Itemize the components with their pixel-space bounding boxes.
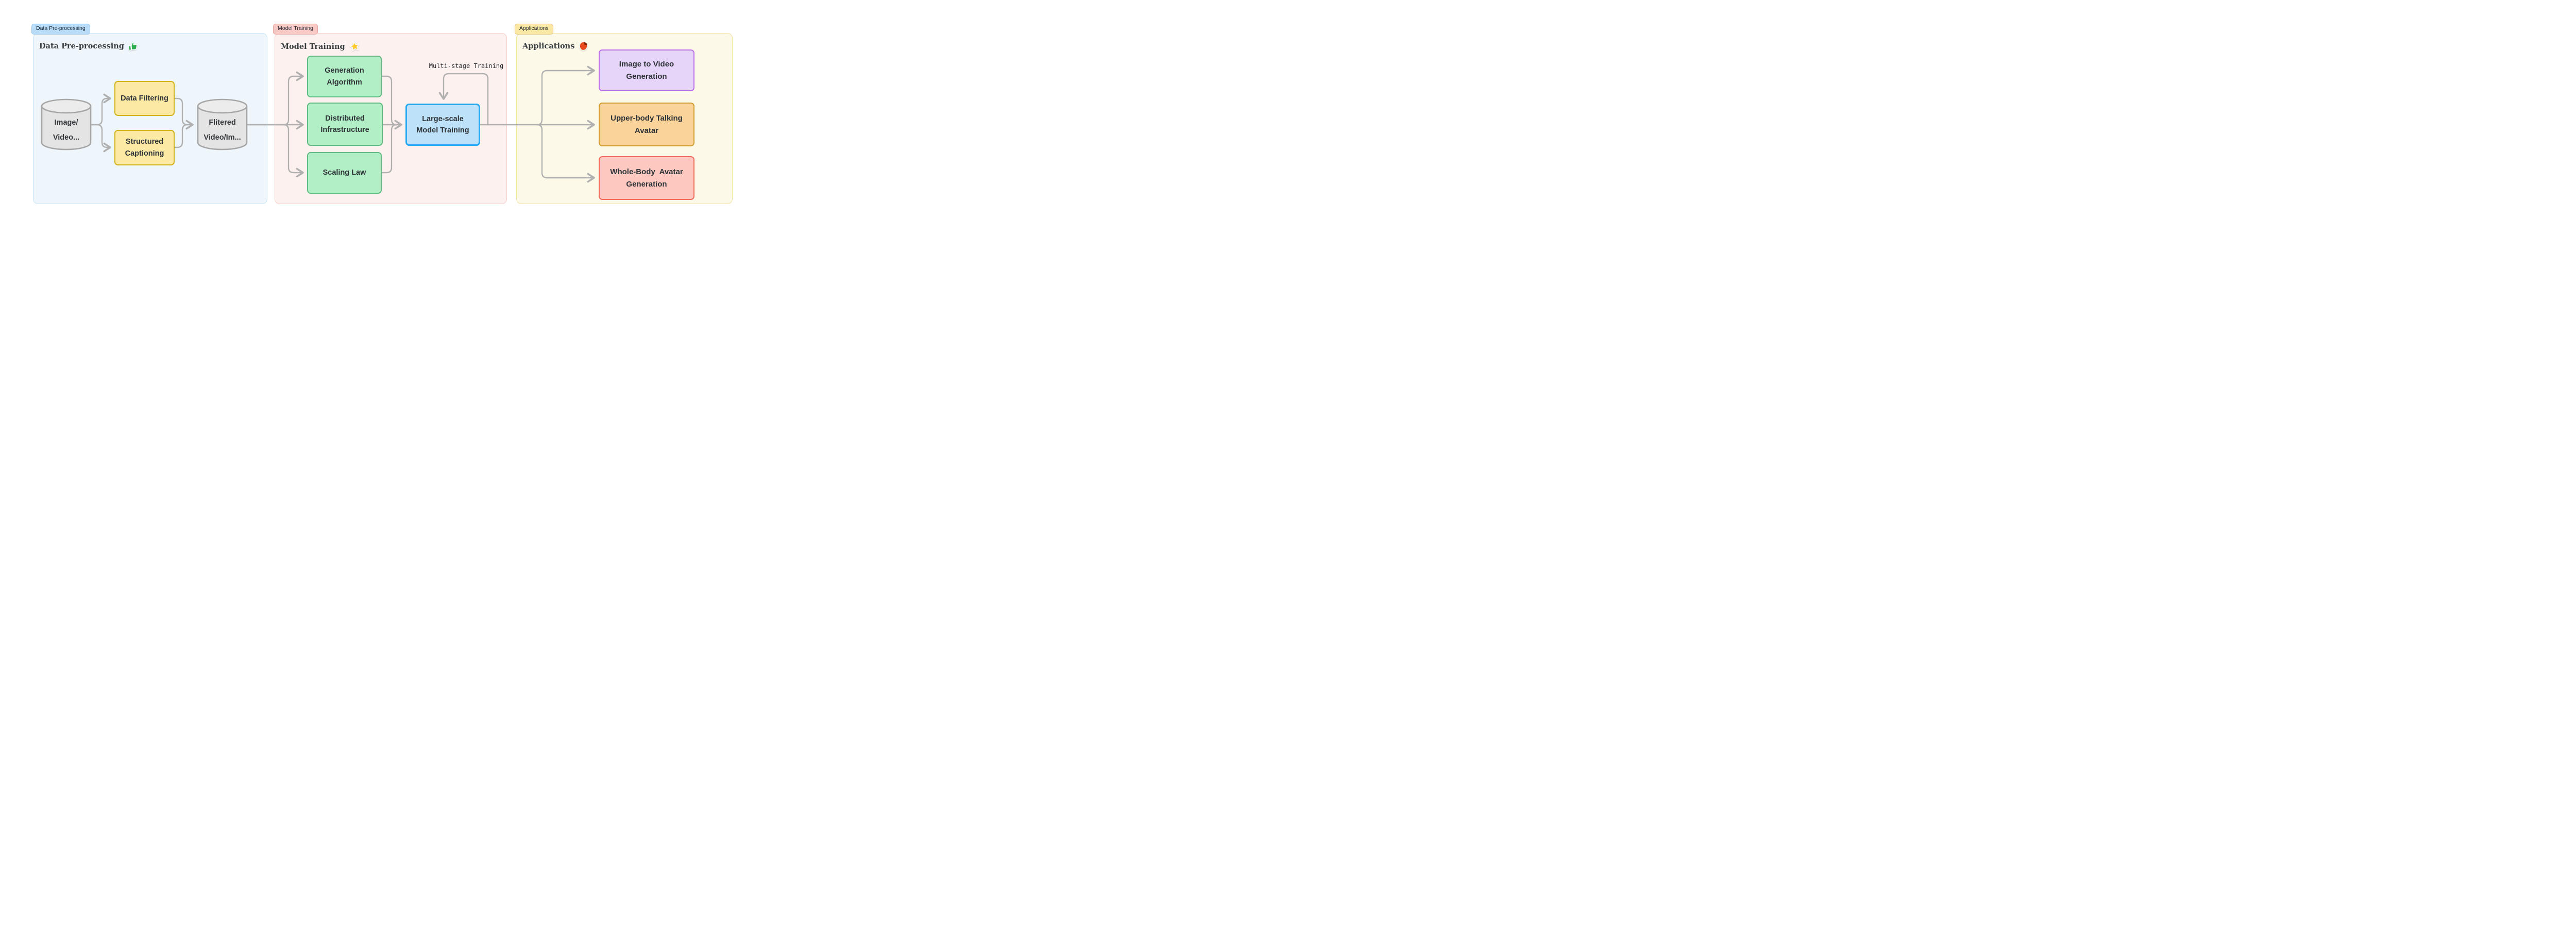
node-data-filtering: Data Filtering xyxy=(114,81,175,116)
thumbs-up-icon xyxy=(128,41,139,52)
node-distributed-infrastructure: Distributed Infrastructure xyxy=(307,103,383,146)
node-label: Image/ xyxy=(54,118,78,127)
node-label: Avatar xyxy=(634,126,659,135)
node-label: Generation xyxy=(626,72,667,81)
flow-arrows xyxy=(91,65,595,183)
node-label: Upper-body Talking xyxy=(611,114,683,123)
node-image-to-video-generation: Image to Video Generation xyxy=(599,49,694,91)
edge-large-scale-to-whole-body xyxy=(536,124,595,183)
node-label: Generation xyxy=(325,66,364,75)
pipeline-diagram: Data Pre-processing Model Training Appli… xyxy=(0,0,762,235)
node-label: Infrastructure xyxy=(320,126,369,134)
section-title-label: Data Pre-processing xyxy=(39,42,124,51)
node-whole-body-avatar-generation: Whole-Body Avatar Generation xyxy=(599,156,694,200)
node-label: Algorithm xyxy=(327,78,362,87)
section-title-model-training: Model Training xyxy=(281,41,361,53)
node-generation-algorithm: Generation Algorithm xyxy=(307,56,382,97)
section-title-label: Applications xyxy=(522,42,575,51)
node-label: Scaling Law xyxy=(323,169,366,177)
badge-data-preprocessing: Data Pre-processing xyxy=(31,24,90,35)
section-title-applications: Applications xyxy=(522,41,589,52)
edge-source-to-data-filtering xyxy=(91,93,111,126)
edge-data-filtering-to-filtered-db xyxy=(174,97,194,130)
node-source-db: Image/ Video... xyxy=(41,98,92,150)
cylinder-shape xyxy=(41,98,92,150)
node-label: Captioning xyxy=(125,149,164,158)
edge-scaling-law-to-large-scale xyxy=(381,124,398,174)
edge-structured-captioning-to-filtered-db xyxy=(174,124,189,148)
edge-filtered-db-to-scaling-law xyxy=(282,124,304,178)
badge-applications: Applications xyxy=(515,24,553,35)
badge-model-training: Model Training xyxy=(273,24,318,35)
node-label: Generation xyxy=(626,179,667,189)
edge-source-to-structured-captioning xyxy=(91,124,111,153)
node-label: Distributed xyxy=(325,114,365,123)
node-filtered-db: Flitered Video/Im... xyxy=(197,98,248,150)
node-large-scale-model-training: Large-scale Model Training xyxy=(405,104,480,146)
multi-stage-training-label: Multi-stage Training xyxy=(429,62,504,70)
node-label: Data Filtering xyxy=(121,94,168,103)
section-title-label: Model Training xyxy=(281,42,345,51)
node-upper-body-talking-avatar: Upper-body Talking Avatar xyxy=(599,103,694,146)
node-label: Video... xyxy=(53,133,80,142)
node-label: Flitered xyxy=(209,118,236,127)
node-scaling-law: Scaling Law xyxy=(307,152,382,194)
star-icon xyxy=(349,41,361,53)
node-label: Whole-Body Avatar xyxy=(610,167,683,177)
node-label: Model Training xyxy=(416,126,469,135)
node-label: Structured xyxy=(125,138,164,146)
node-label: Video/Im... xyxy=(204,133,241,142)
edge-multi-stage-loop xyxy=(438,73,489,126)
edge-large-scale-to-image-to-video xyxy=(536,65,595,126)
edge-filtered-db-to-generation-algorithm xyxy=(247,71,304,126)
cylinder-shape xyxy=(197,98,248,150)
section-title-data-preprocessing: Data Pre-processing xyxy=(39,41,139,52)
node-structured-captioning: Structured Captioning xyxy=(114,130,175,165)
red-sticker-icon xyxy=(578,41,589,52)
node-label: Large-scale xyxy=(422,114,464,123)
edge-generation-algorithm-to-large-scale xyxy=(381,75,398,126)
node-label: Image to Video xyxy=(619,60,674,69)
